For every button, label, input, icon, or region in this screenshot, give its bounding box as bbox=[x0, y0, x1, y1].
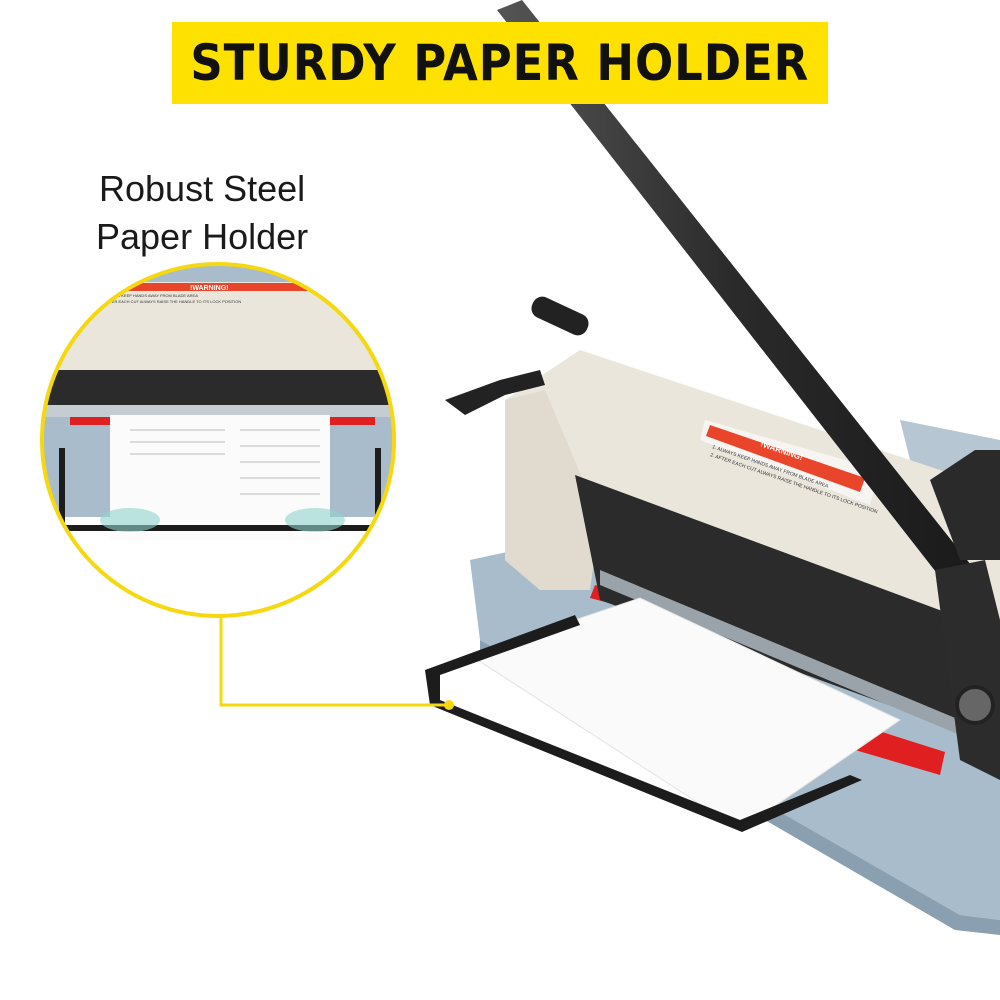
warning-label-header bbox=[706, 425, 865, 492]
lock-lever bbox=[445, 370, 545, 415]
paper-cutter-machine: !WARNING! 1. ALWAYS KEEP HANDS AWAY FROM… bbox=[425, 0, 1000, 935]
callout-connector-dot bbox=[444, 700, 454, 710]
blade-guide bbox=[600, 570, 960, 735]
inset-warning-heading: !WARNING! bbox=[190, 285, 229, 292]
paper-stack bbox=[468, 597, 902, 831]
inset-warning-item-2: 2. AFTER EACH CUT ALWAYS RAISE THE HANDL… bbox=[100, 299, 241, 304]
paper-holder-frame bbox=[425, 615, 862, 832]
machine-side-block bbox=[505, 390, 600, 590]
callout-line-2: Paper Holder bbox=[96, 216, 309, 257]
lock-knob bbox=[531, 296, 589, 336]
title-banner: STURDY PAPER HOLDER bbox=[172, 22, 828, 104]
handle-bar bbox=[497, 0, 975, 590]
blade-bar bbox=[575, 475, 985, 740]
inset-circle-border bbox=[40, 262, 396, 618]
handle-pivot-bolt bbox=[955, 685, 995, 725]
handle-arm bbox=[935, 560, 1000, 780]
inset-warning-item-1: 1. ALWAYS KEEP HANDS AWAY FROM BLADE ARE… bbox=[100, 293, 198, 298]
callout-connector-line bbox=[219, 616, 449, 707]
callout-line-1: Robust Steel bbox=[99, 168, 306, 209]
red-strip-right bbox=[855, 725, 945, 775]
feature-callout: Robust Steel Paper Holder bbox=[96, 165, 308, 261]
side-clamp bbox=[930, 450, 1000, 560]
banner-title: STURDY PAPER HOLDER bbox=[190, 34, 810, 92]
